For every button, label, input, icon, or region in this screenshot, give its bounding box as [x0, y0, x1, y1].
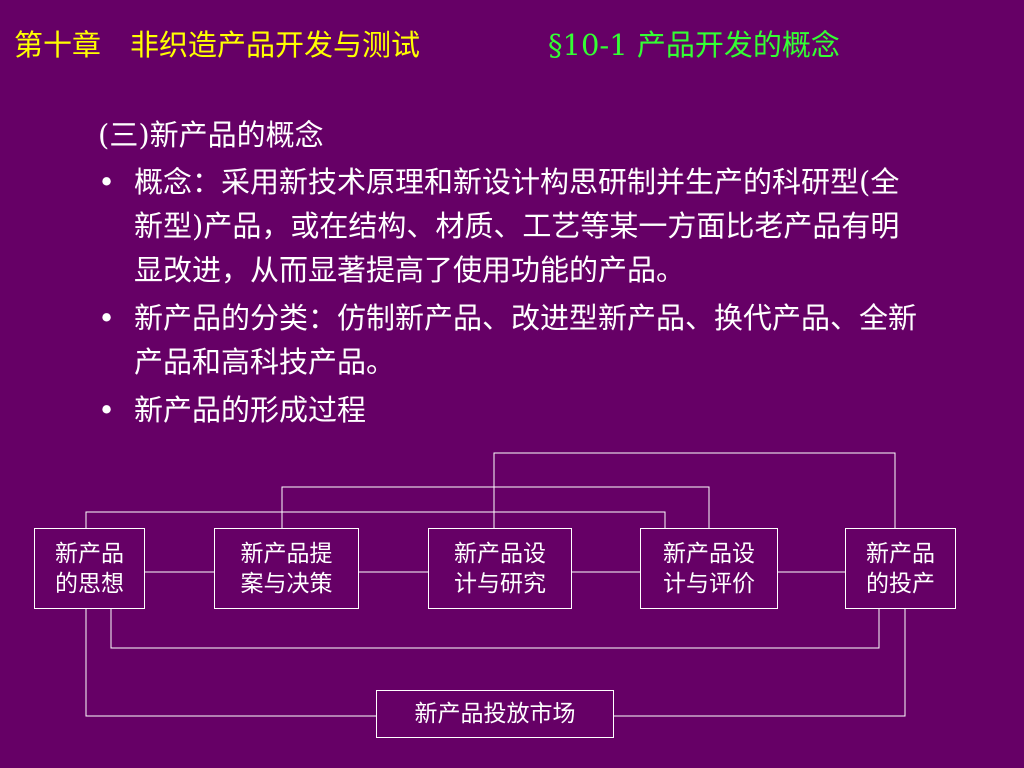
flow-box-design-research: 新产品设 计与研究	[428, 528, 572, 609]
bullet-text: 概念：采用新技术原理和新设计构思研制并生产的科研型(全新型)产品，或在结构、材质…	[134, 165, 900, 287]
bullet-text: 新产品的分类：仿制新产品、改进型新产品、换代产品、全新产品和高科技产品。	[134, 301, 918, 379]
bullet-list: • 概念：采用新技术原理和新设计构思研制并生产的科研型(全新型)产品，或在结构、…	[98, 160, 928, 436]
flow-box-line: 新产品	[866, 540, 935, 567]
flow-box-line: 的投产	[866, 570, 935, 597]
flow-box-line: 新产品提	[240, 540, 333, 567]
flow-box-line: 计与研究	[454, 570, 546, 597]
bullet-symbol: •	[98, 301, 116, 335]
flow-box-line: 计与评价	[663, 570, 755, 597]
feedback-loop	[493, 452, 896, 528]
flow-box-line: 案与决策	[240, 570, 333, 597]
market-link	[85, 609, 376, 717]
flow-box-line: 新产品设	[454, 540, 546, 567]
bullet-item-classification: • 新产品的分类：仿制新产品、改进型新产品、换代产品、全新产品和高科技产品。	[98, 296, 928, 384]
bullet-item-process: • 新产品的形成过程	[98, 388, 928, 432]
bullet-symbol: •	[98, 393, 116, 427]
feedback-loop	[110, 609, 880, 649]
slide-header: 第十章 非织造产品开发与测试 §10-1 产品开发的概念	[14, 22, 840, 64]
flow-box-idea: 新产品 的思想	[34, 528, 145, 609]
bullet-symbol: •	[98, 165, 116, 199]
flow-box-line: 新产品投放市场	[414, 701, 576, 727]
subheading: (三)新产品的概念	[98, 118, 324, 152]
section-title: §10-1 产品开发的概念	[548, 28, 840, 62]
flow-box-production: 新产品 的投产	[845, 528, 956, 609]
flow-box-market: 新产品投放市场	[376, 690, 614, 738]
flow-box-line: 的思想	[55, 570, 124, 597]
bullet-text: 新产品的形成过程	[134, 393, 367, 427]
flow-box-line: 新产品设	[663, 540, 755, 567]
market-link	[614, 609, 906, 717]
flow-box-proposal: 新产品提 案与决策	[214, 528, 359, 609]
flow-box-line: 新产品	[55, 540, 124, 567]
bullet-item-concept: • 概念：采用新技术原理和新设计构思研制并生产的科研型(全新型)产品，或在结构、…	[98, 160, 928, 292]
chapter-title: 第十章 非织造产品开发与测试	[14, 28, 421, 62]
feedback-loop	[85, 511, 666, 528]
flow-box-design-evaluation: 新产品设 计与评价	[640, 528, 778, 609]
feedback-loop	[281, 486, 710, 528]
